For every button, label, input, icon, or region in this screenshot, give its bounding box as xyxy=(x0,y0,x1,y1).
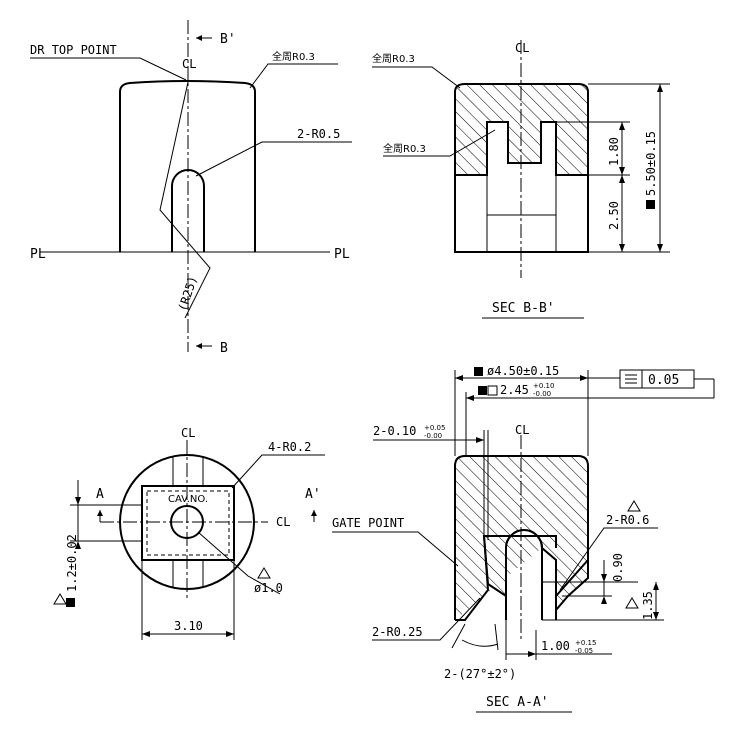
dia10-label: ø1.0 xyxy=(254,581,283,595)
key-dim-marker xyxy=(66,598,75,607)
angle-label: 2-(27°±2°) xyxy=(444,667,516,681)
r02-leader xyxy=(231,454,325,489)
section-a-title: SEC A-A' xyxy=(486,695,549,710)
r03-inner-leader xyxy=(383,129,496,157)
dia10-leader xyxy=(197,531,281,595)
dim-450: ø4.50±0.15 xyxy=(487,364,559,378)
dim-010: 2-0.10 xyxy=(373,424,416,438)
note-triangle xyxy=(257,567,271,579)
part-outline xyxy=(119,80,256,252)
dim-090: 0.90 xyxy=(611,553,625,582)
cav-no-label: CAV.NO. xyxy=(168,494,208,505)
inner-rect xyxy=(141,485,235,561)
svg-text:+0.10: +0.10 xyxy=(533,382,554,390)
dim-135: 1.35 xyxy=(641,591,655,620)
cl-right-marker: CL xyxy=(276,515,290,529)
cl-marker: CL xyxy=(182,57,196,71)
hidden-rect xyxy=(146,490,230,556)
section-b-prime-label: B' xyxy=(220,32,236,47)
section-b-title: SEC B-B' xyxy=(492,301,555,316)
gate-point-leader xyxy=(332,531,459,567)
right-chamfer xyxy=(555,559,589,620)
r03-top-leader xyxy=(372,66,461,89)
cl-marker: CL xyxy=(515,41,529,55)
r05-label: 2-R0.5 xyxy=(297,127,340,141)
note-triangle xyxy=(627,500,641,512)
cl-marker: CL xyxy=(515,423,529,437)
top-left-view: B' B CL DR TOP POINT 全周R0.3 2-R0.5 (R25)… xyxy=(30,20,352,356)
r25-leader xyxy=(159,81,211,319)
gate-point-label: GATE POINT xyxy=(332,516,404,530)
r25-label: (R25) xyxy=(176,274,200,313)
section-a-view: CL ø4.50±0.15 0.05 2.45 +0.10 -0.00 2-0.… xyxy=(332,364,715,713)
r025-label: 2-R0.25 xyxy=(372,625,423,639)
svg-text:-0.00: -0.00 xyxy=(533,390,551,398)
svg-text:+0.15: +0.15 xyxy=(575,639,596,647)
dr-top-leader xyxy=(30,57,187,81)
pl-right-label: PL xyxy=(334,247,350,262)
dim-310: 3.10 xyxy=(174,619,203,633)
svg-text:+0.05: +0.05 xyxy=(424,424,445,432)
cl-top-marker: CL xyxy=(181,426,195,440)
dim-180: 1.80 xyxy=(607,137,621,166)
section-b-view: CL 全周R0.3 全周R0.3 1.80 2.50 5.50±0.15 SEC… xyxy=(372,40,670,319)
hatched-section xyxy=(454,83,589,176)
dim-245: 2.45 xyxy=(500,383,529,397)
section-a-prime-label: A' xyxy=(305,487,321,502)
key-dim-marker xyxy=(646,200,655,209)
section-a-label: A xyxy=(96,487,104,502)
slot-outline xyxy=(505,529,543,620)
svg-text:-0.05: -0.05 xyxy=(575,647,593,655)
dr-top-point-label: DR TOP POINT xyxy=(30,43,117,57)
dim-550: 5.50±0.15 xyxy=(644,131,658,196)
r06-leader xyxy=(559,527,658,591)
note-triangle xyxy=(625,597,639,609)
flatness-value: 0.05 xyxy=(648,373,679,388)
r02-label: 4-R0.2 xyxy=(268,440,311,454)
r05-leader xyxy=(195,141,352,177)
dim-100: 1.00 xyxy=(541,639,570,653)
dim-12: 1.2±0.02 xyxy=(65,534,79,592)
r06-label: 2-R0.6 xyxy=(606,513,649,527)
section-b-label: B xyxy=(220,341,228,356)
svg-text:-0.00: -0.00 xyxy=(424,432,442,440)
r03-inner-label: 全周R0.3 xyxy=(383,142,426,155)
r025-leader xyxy=(372,597,481,641)
dim-250: 2.50 xyxy=(607,201,621,230)
top-plan-view: CL CL CAV.NO. 4-R0.2 A A' ø1.0 1.2±0.02 … xyxy=(53,426,325,640)
r03-leader xyxy=(249,63,338,89)
r03-top-label: 全周R0.3 xyxy=(372,52,415,65)
r03-label: 全周R0.3 xyxy=(272,50,315,63)
key-dim-marker xyxy=(474,367,483,376)
pl-left-label: PL xyxy=(30,247,46,262)
note-triangle xyxy=(53,593,67,605)
